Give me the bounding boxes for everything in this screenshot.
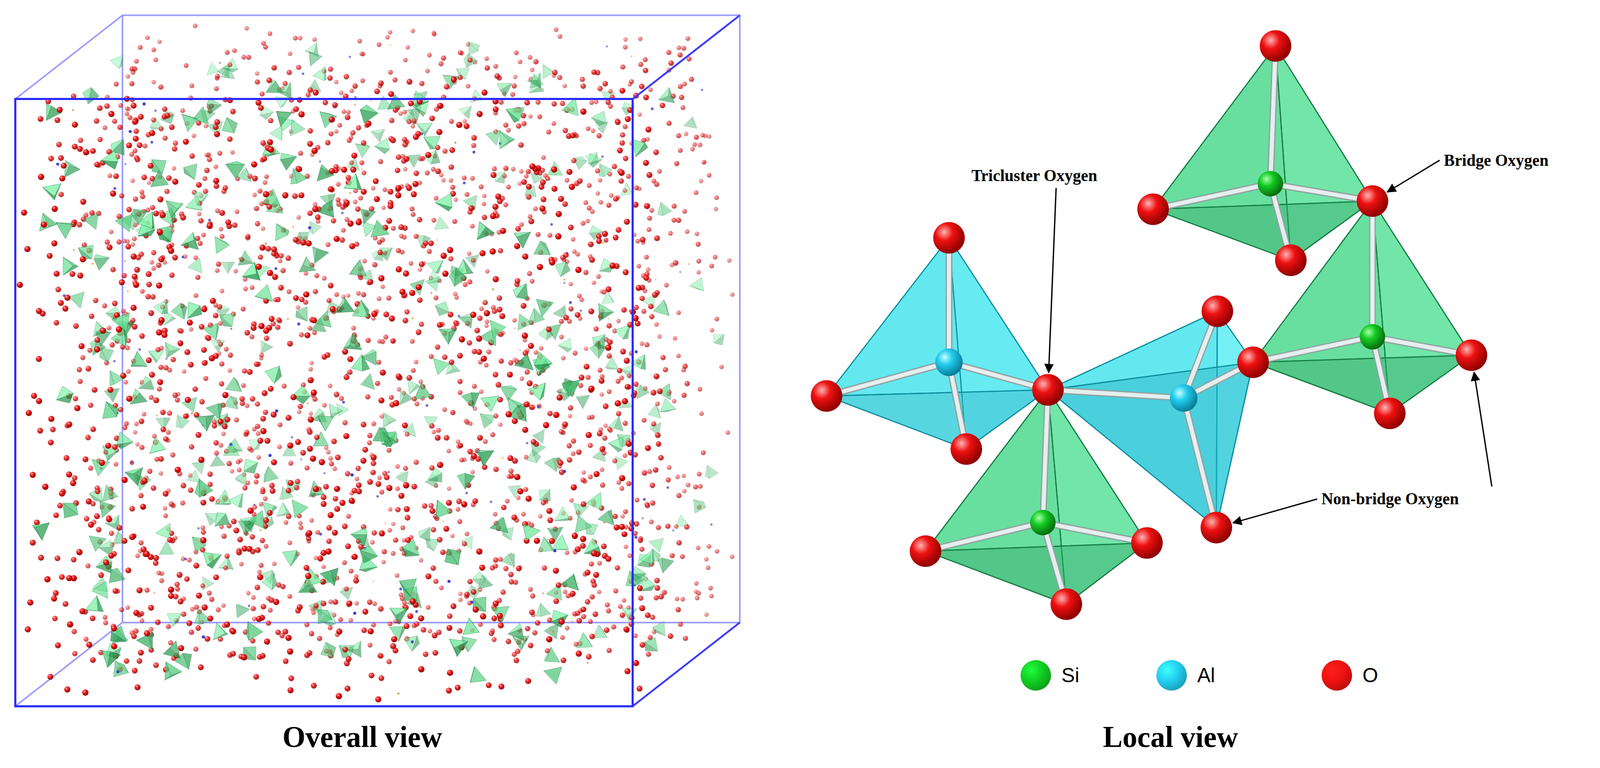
figure-stage: Bridge OxygenTricluster OxygenNon-bridge… — [0, 0, 1600, 768]
